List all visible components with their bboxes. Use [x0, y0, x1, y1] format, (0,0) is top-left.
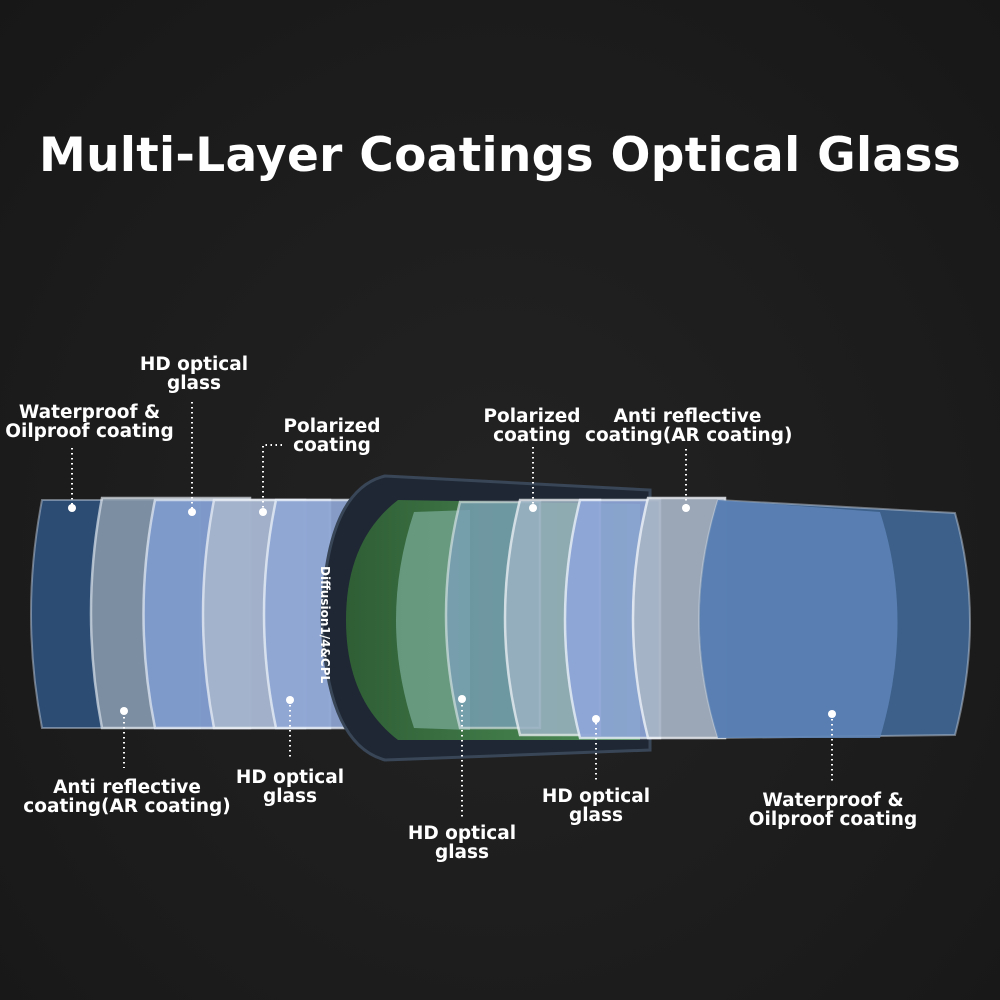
label-left-waterproof-coating: Waterproof &Oilproof coating	[5, 402, 174, 442]
glass-layer-right-ar	[631, 496, 727, 740]
diagram-title: Multi-Layer Coatings Optical Glass	[39, 128, 961, 183]
leader-dot	[259, 508, 267, 516]
filter-brand-label: Diffusion1/4&CPL	[318, 566, 332, 684]
leader-dot	[120, 707, 128, 715]
leader-dot	[458, 695, 466, 703]
leader-dot	[529, 504, 537, 512]
leader-dot	[188, 508, 196, 516]
leader-dot	[592, 715, 600, 723]
label-right-waterproof-coating: Waterproof &Oilproof coating	[748, 790, 918, 830]
leader-dot	[286, 696, 294, 704]
leader-dot	[682, 504, 690, 512]
glass-layer-right-front	[700, 500, 898, 738]
leader-dot	[68, 504, 76, 512]
leader-line	[262, 444, 282, 510]
leader-dot	[828, 710, 836, 718]
